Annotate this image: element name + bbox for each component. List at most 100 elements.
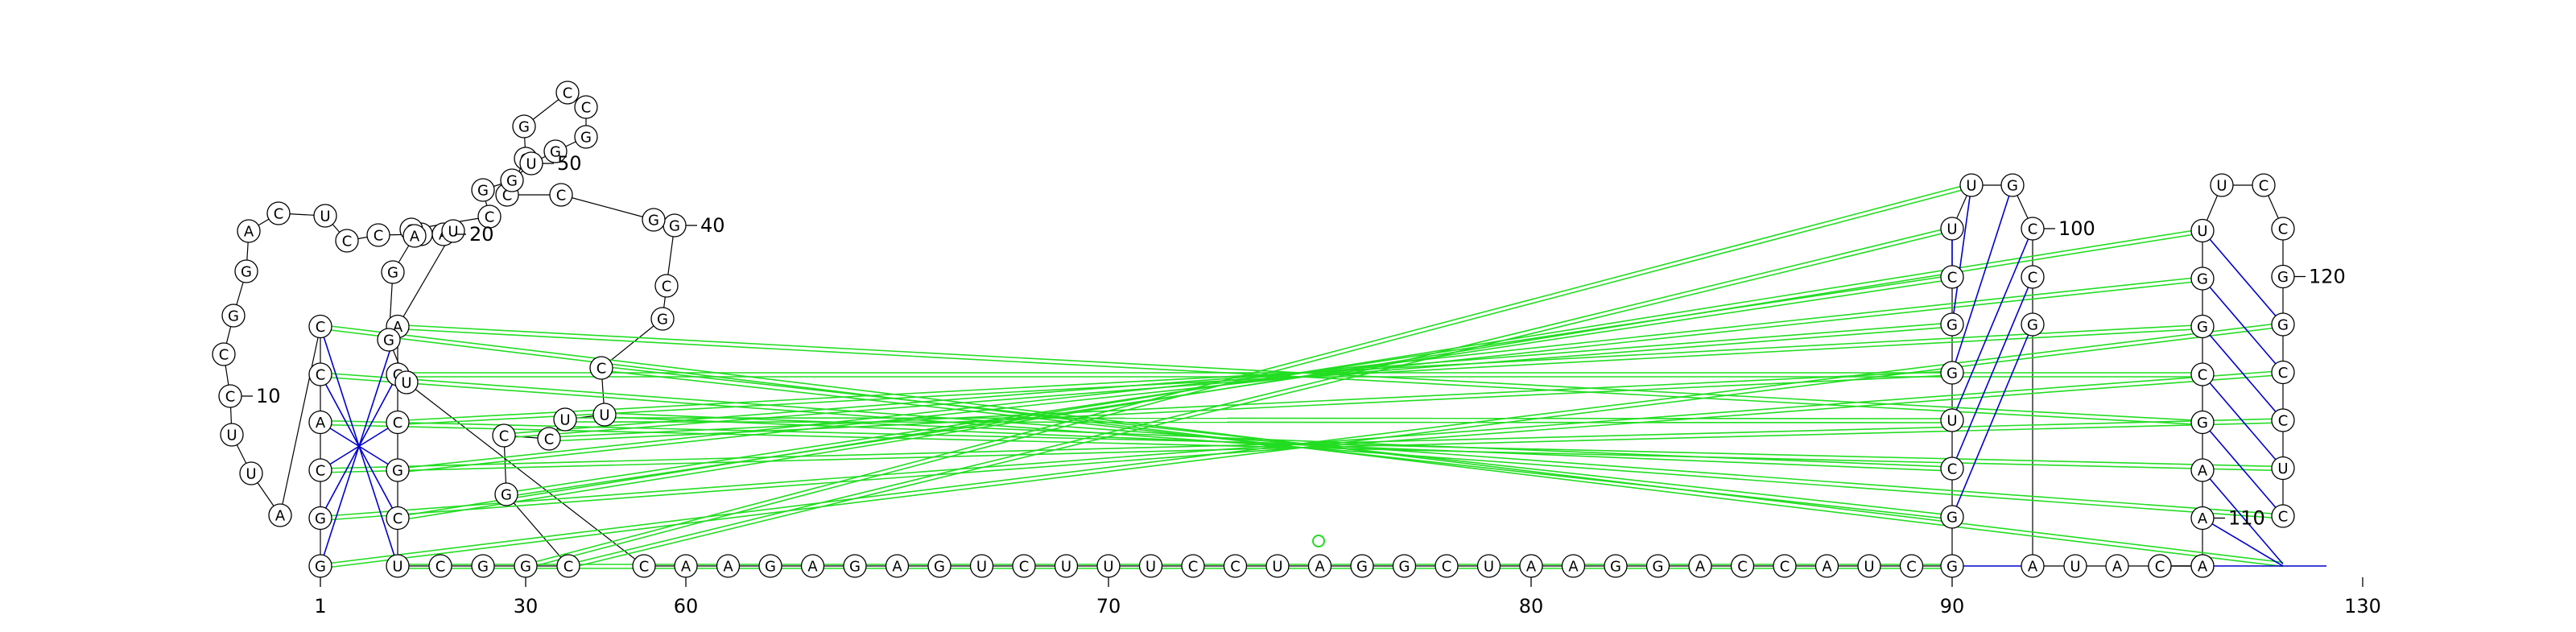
nucleotide-79: U: [1476, 554, 1501, 578]
nucleotide-72: C: [1181, 554, 1205, 578]
nucleotide-75: A: [1307, 554, 1332, 578]
nucleotide-80: A: [1519, 554, 1543, 578]
nucleotide-28: C: [428, 554, 452, 578]
nucleotide-letter: U: [246, 466, 256, 483]
nucleotide-35: U: [553, 407, 577, 432]
nucleotide-13: G: [234, 259, 258, 283]
position-label-80: 80: [1519, 577, 1543, 618]
nucleotide-letter: G: [477, 183, 489, 200]
nucleotide-circle: [758, 554, 782, 578]
base-pair-line: [1951, 228, 2033, 421]
nucleotide-circle: [800, 554, 825, 578]
nucleotide-94: G: [1940, 361, 1964, 385]
nucleotide-circle: [927, 554, 952, 578]
nucleotide-46: C: [555, 81, 580, 105]
nucleotide-45: G: [512, 114, 536, 138]
nucleotide-letter: G: [315, 510, 326, 527]
nucleotide-letter: G: [2197, 319, 2208, 336]
nucleotide-16: U: [313, 204, 337, 228]
nucleotide-letter: C: [2198, 367, 2208, 384]
position-label-60: 60: [674, 577, 698, 618]
nucleotide-59: C: [632, 554, 656, 578]
nucleotide-letter: C: [1780, 559, 1790, 576]
nucleotide-26: C: [386, 506, 410, 531]
nucleotide-letter: C: [1906, 559, 1917, 576]
nucleotide-circle: [394, 370, 419, 394]
nucleotide-circle: [650, 307, 675, 331]
nucleotide-circle: [1350, 554, 1374, 578]
nucleotide-69: U: [1054, 554, 1079, 578]
nucleotide-circle: [1940, 217, 1964, 241]
nucleotide-125: C: [2271, 504, 2295, 528]
nucleotide-letter: C: [544, 432, 555, 448]
position-label-130: 130: [2344, 577, 2381, 618]
nucleotide-circle: [335, 229, 359, 253]
nucleotide-circle: [589, 356, 613, 380]
nucleotide-91: G: [1940, 505, 1964, 529]
nucleotide-letter: G: [934, 559, 945, 576]
nucleotide-57: G: [377, 328, 401, 352]
nucleotide-letter: C: [2155, 559, 2165, 576]
nucleotide-letter: G: [387, 265, 398, 282]
nucleotide-letter: A: [681, 559, 691, 576]
nucleotide-circle: [2271, 312, 2295, 337]
nucleotide-letter: C: [581, 100, 592, 117]
nucleotide-78: C: [1435, 554, 1459, 578]
nucleotide-circle: [441, 219, 465, 243]
nucleotide-83: G: [1645, 554, 1670, 578]
nucleotide-33: C: [492, 423, 516, 448]
green-interaction-line: [525, 183, 1972, 565]
base-pair-line: [1951, 184, 1972, 325]
nucleotide-12: G: [221, 304, 246, 328]
nucleotide-34: C: [537, 427, 561, 451]
nucleotide-letter: A: [1315, 559, 1325, 576]
nucleotide-66: G: [927, 554, 952, 578]
nucleotide-112: G: [2190, 410, 2215, 435]
nucleotide-circle: [234, 259, 258, 283]
nucleotide-61: A: [716, 554, 741, 578]
nucleotide-circle: [428, 554, 452, 578]
nucleotide-circle: [1940, 456, 1964, 481]
nucleotide-73: C: [1223, 554, 1248, 578]
nucleotide-letter: G: [1653, 559, 1664, 576]
nucleotide-letter: G: [2007, 178, 2018, 195]
nucleotide-letter: C: [2278, 509, 2289, 526]
nucleotide-100: C: [2021, 217, 2045, 241]
nucleotide-letter: U: [526, 156, 536, 173]
nucleotide-circle: [1435, 554, 1459, 578]
nucleotide-109: A: [2190, 554, 2215, 578]
nucleotide-108: C: [2148, 554, 2172, 578]
nucleotide-letter: G: [2277, 269, 2289, 286]
nucleotide-circle: [2271, 456, 2295, 481]
nucleotide-circle: [1940, 265, 1964, 289]
nucleotide-120: G: [2271, 264, 2295, 289]
nucleotide-circle: [308, 410, 332, 435]
nucleotide-letter: U: [2277, 461, 2288, 477]
position-number: 40: [700, 214, 725, 237]
green-interaction-line: [604, 412, 1953, 468]
green-interaction-line: [568, 230, 1953, 569]
nucleotide-93: U: [1940, 408, 1964, 432]
nucleotide-circle: [549, 183, 573, 207]
nucleotide-letter: A: [723, 559, 733, 576]
nucleotide-circle: [2271, 408, 2295, 432]
nucleotide-circle: [556, 554, 580, 578]
nucleotide-30: G: [514, 554, 538, 578]
green-interaction-line: [548, 374, 1953, 442]
nucleotide-circle: [2190, 554, 2215, 578]
nucleotide-letter: G: [657, 312, 668, 328]
nucleotide-56: G: [381, 260, 405, 284]
nucleotide-letter: G: [1946, 317, 1958, 334]
position-label-30: 30: [514, 577, 538, 618]
nucleotide-circle: [212, 342, 236, 366]
nucleotide-letter: C: [1188, 559, 1199, 576]
green-interaction-line: [548, 370, 1953, 438]
nucleotide-letter: A: [1822, 559, 1832, 576]
nucleotide-letter: C: [1019, 559, 1030, 576]
nucleotide-47: C: [574, 95, 598, 119]
nucleotide-letter: C: [2278, 221, 2289, 238]
green-interaction-line: [506, 275, 1953, 494]
backbone-link: [560, 194, 654, 221]
nucleotide-102: G: [2021, 312, 2045, 337]
nucleotide-letter: C: [662, 279, 672, 295]
